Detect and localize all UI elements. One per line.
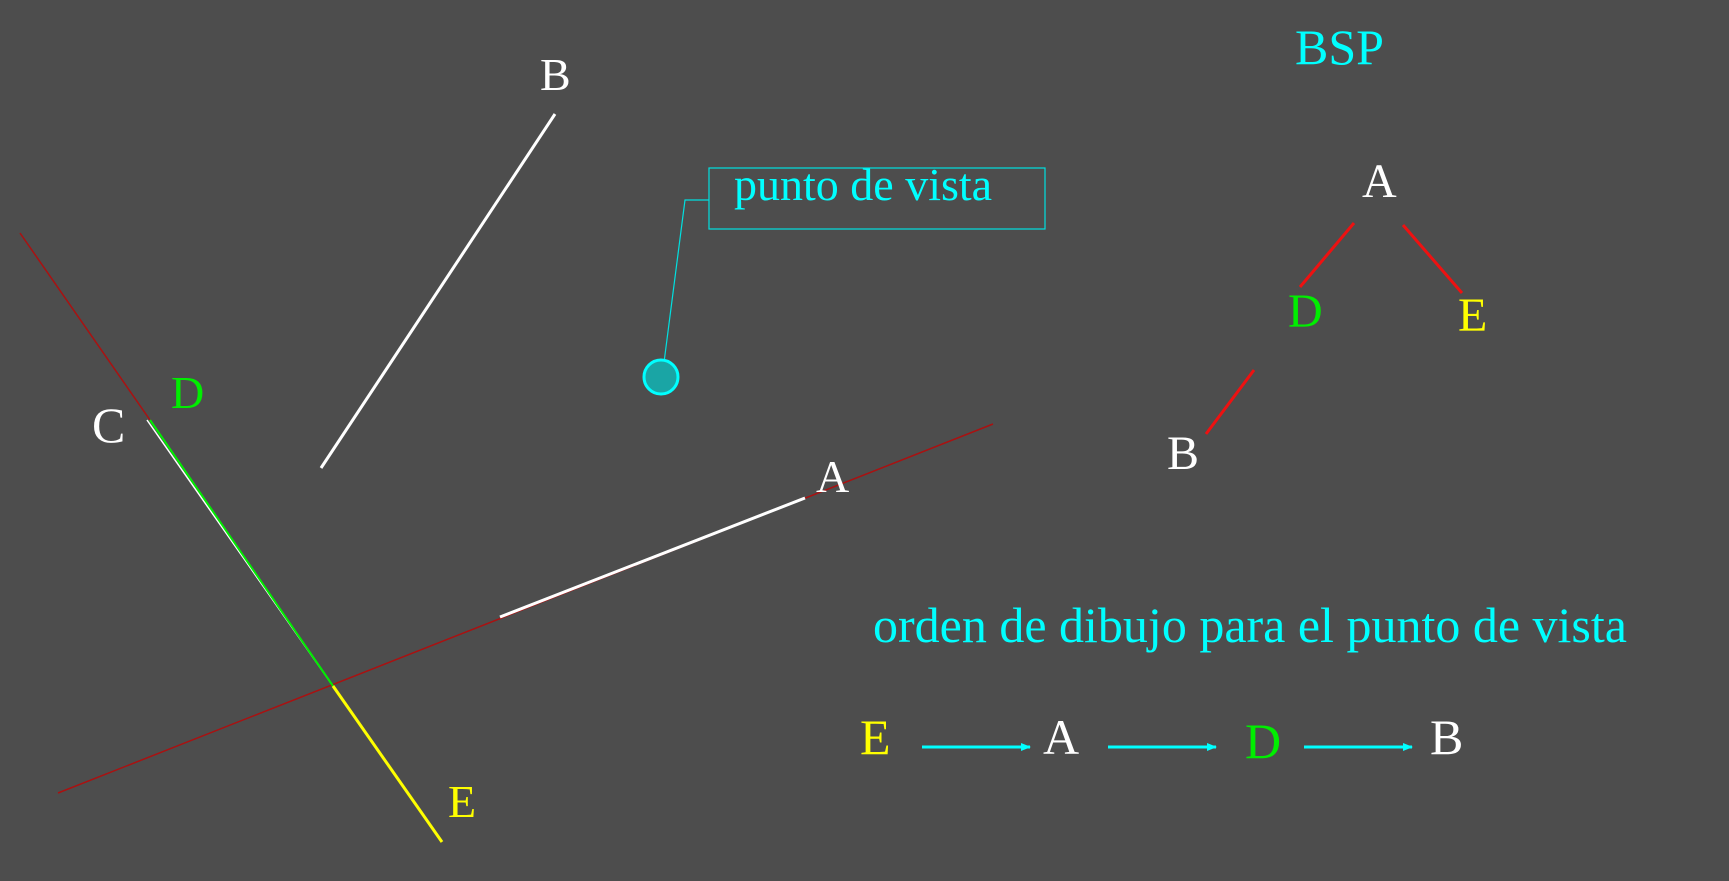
- scene-label-b: B: [540, 49, 571, 100]
- segment-b: [319, 113, 557, 469]
- order-item-3: D: [1245, 713, 1282, 769]
- splitting-line-c: [19, 232, 151, 421]
- bsp-node-d: D: [1288, 285, 1323, 338]
- viewpoint-callout-box: [708, 167, 1046, 230]
- tree-edge-d-b: [1204, 369, 1256, 435]
- order-heading: orden de dibujo para el punto de vista: [873, 597, 1627, 653]
- scene-label-c: C: [92, 397, 126, 453]
- bsp-node-a: A: [1362, 155, 1397, 208]
- order-item-1: E: [860, 709, 891, 765]
- viewpoint-callout-text: punto de vista: [734, 159, 993, 210]
- segment-e: [331, 685, 444, 843]
- tree-edge-a-d: [1298, 222, 1356, 288]
- bsp-node-b: B: [1167, 427, 1200, 480]
- bsp-node-e: E: [1458, 289, 1488, 342]
- scene-label-a: A: [816, 451, 850, 502]
- tree-edge-a-e: [1401, 224, 1464, 294]
- scene-label-d: D: [171, 367, 205, 418]
- segment-d: [149, 419, 334, 687]
- viewpoint-marker: [642, 358, 680, 396]
- bsp-title: BSP: [1295, 19, 1384, 75]
- segment-a: [499, 496, 806, 619]
- order-item-2: A: [1043, 709, 1080, 765]
- scene-label-e: E: [448, 776, 477, 827]
- viewpoint-callout-leader: [661, 199, 709, 379]
- order-item-4: B: [1430, 709, 1464, 765]
